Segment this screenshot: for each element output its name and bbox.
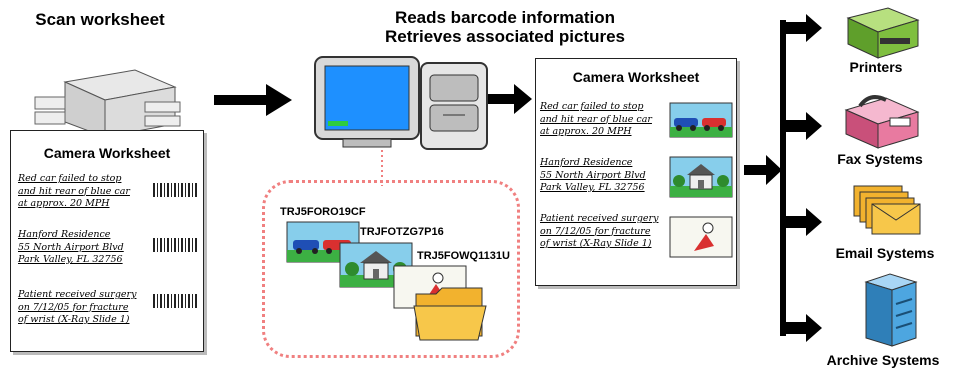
worksheet-entry: Red car failed to stop and hit rear of b… <box>18 173 130 211</box>
entry-line: Hanford Residence <box>540 157 633 168</box>
entry-line: 55 North Airport Blvd <box>18 241 124 253</box>
arrow-right-icon <box>214 84 292 116</box>
entry-line: Park Valley, FL 32756 <box>18 254 123 265</box>
destination-label-fax: Fax Systems <box>837 151 923 167</box>
reads-barcode-heading: Reads barcode information Retrieves asso… <box>355 8 655 46</box>
fax-icon <box>844 95 920 149</box>
barcode <box>153 294 197 308</box>
entry-line: Hanford Residence <box>18 229 111 240</box>
scanner-icon <box>34 69 181 138</box>
distribution-bracket <box>780 14 822 342</box>
picture-code: TRJ5FORO19CF <box>280 206 366 218</box>
picture-code: TRJ5FOWQ1131U <box>417 250 510 262</box>
output-worksheet: Camera Worksheet Red car failed to stop … <box>535 58 737 286</box>
worksheet-entry: Hanford Residence 55 North Airport Blvd … <box>18 229 124 267</box>
entry-line: and hit rear of blue car <box>18 185 130 197</box>
arrow-right-icon <box>744 155 782 185</box>
reads-barcode-line: Reads barcode information <box>394 8 616 27</box>
arrow-right-icon <box>488 84 532 114</box>
worksheet-entry: Hanford Residence 55 North Airport Blvd … <box>540 157 646 195</box>
worksheet-title: Camera Worksheet <box>43 145 171 161</box>
scanned-worksheet: Camera Worksheet Red car failed to stop … <box>10 130 204 352</box>
patient-picture <box>669 216 733 258</box>
picture-code: TRJFOTZG7P16 <box>360 226 444 238</box>
entry-line: Park Valley, FL 32756 <box>540 182 645 193</box>
entry-line: Patient received surgery <box>540 213 659 224</box>
archive-icon <box>864 273 918 347</box>
barcode <box>153 183 197 197</box>
computer-icon <box>314 56 488 150</box>
barcode <box>153 238 197 252</box>
worksheet-title: Camera Worksheet <box>572 69 700 85</box>
worksheet-entry: Patient received surgery on 7/12/05 for … <box>540 213 658 251</box>
worksheet-entry: Patient received surgery on 7/12/05 for … <box>18 289 136 327</box>
worksheet-entry: Red car failed to stop and hit rear of b… <box>540 101 652 139</box>
car-crash-picture <box>669 102 733 138</box>
entry-line: at approx. 20 MPH <box>540 126 632 137</box>
email-icon <box>853 185 921 235</box>
entry-line: 55 North Airport Blvd <box>540 169 646 181</box>
entry-line: and hit rear of blue car <box>540 113 652 125</box>
destination-label-email: Email Systems <box>835 245 935 261</box>
destination-label-archive: Archive Systems <box>826 352 940 368</box>
destination-label-printers: Printers <box>849 59 903 75</box>
folder-icon <box>413 287 487 341</box>
entry-line: of wrist (X-Ray Slide 1) <box>540 238 652 249</box>
retrieves-pictures-line: Retrieves associated pictures <box>384 27 625 46</box>
scan-worksheet-heading: Scan worksheet <box>35 10 165 29</box>
entry-line: on 7/12/05 for fracture <box>18 301 129 313</box>
retrieved-pictures-area <box>262 180 520 358</box>
printer-icon <box>846 7 920 59</box>
entry-line: on 7/12/05 for fracture <box>540 225 651 237</box>
house-picture <box>669 156 733 198</box>
entry-line: Red car failed to stop <box>18 173 122 184</box>
entry-line: Patient received surgery <box>18 289 137 300</box>
entry-line: at approx. 20 MPH <box>18 198 110 209</box>
entry-line: of wrist (X-Ray Slide 1) <box>18 314 130 325</box>
entry-line: Red car failed to stop <box>540 101 644 112</box>
